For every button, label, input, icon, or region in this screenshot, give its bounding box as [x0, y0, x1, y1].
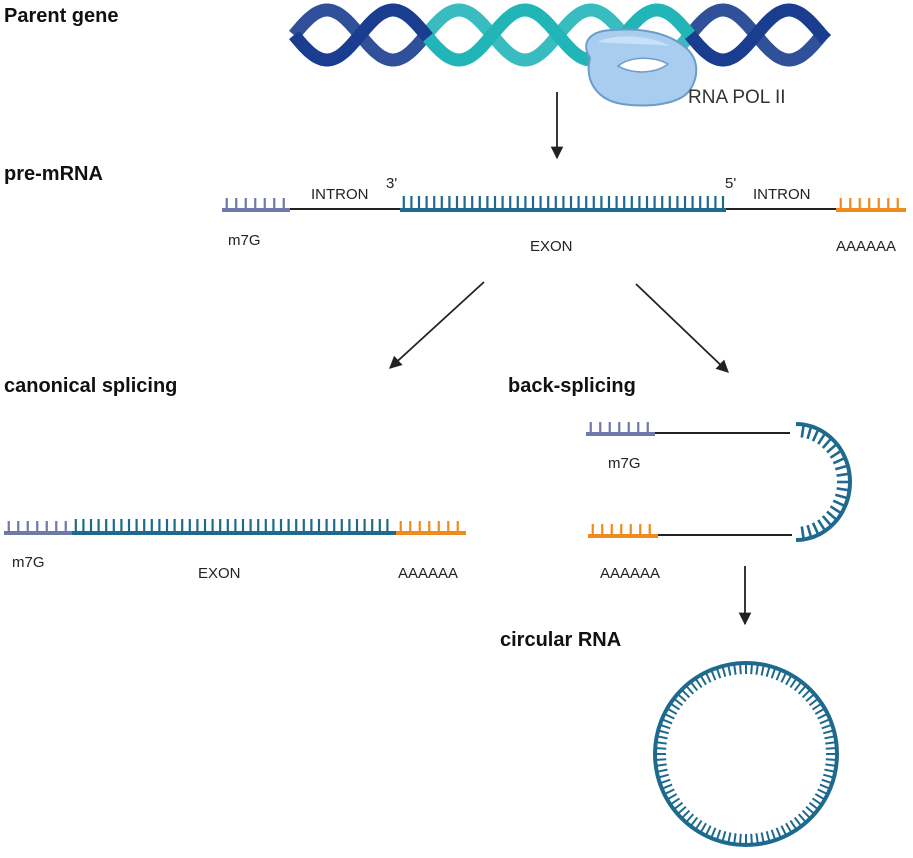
rna-pol-label: RNA POL II [688, 87, 786, 108]
polya-label-back: AAAAAA [600, 565, 660, 582]
back-splicing-intermediate [586, 422, 853, 542]
m7g-label-canonical: m7G [12, 554, 45, 571]
rna-polymerase-icon [585, 28, 698, 107]
heading-canonical-splicing: canonical splicing [4, 375, 177, 397]
arrow-to-canonical [389, 281, 485, 369]
arrow-to-back-splicing [635, 283, 729, 373]
polya-tail [588, 524, 658, 538]
exon-label-pre: EXON [530, 238, 573, 255]
dna-helix-icon [289, 3, 831, 67]
m7g-cap [4, 521, 72, 535]
intron-label-left: INTRON [311, 186, 369, 203]
polya-label-pre: AAAAAA [836, 238, 896, 255]
exon-label-canonical: EXON [198, 565, 241, 582]
m7g-cap [586, 422, 655, 436]
intron-label-right: INTRON [753, 186, 811, 203]
m7g-cap [222, 198, 290, 212]
polya-label-canonical: AAAAAA [398, 565, 458, 582]
three-prime-label: 3' [386, 175, 397, 192]
exon-arc [795, 422, 853, 542]
five-prime-label: 5' [725, 175, 736, 192]
exon-strand [72, 519, 396, 535]
polya-tail [396, 521, 466, 535]
polya-tail [836, 198, 906, 212]
exon-strand [400, 196, 726, 212]
heading-parent-gene: Parent gene [4, 5, 118, 27]
linear-mrna [4, 519, 466, 535]
m7g-label-back: m7G [608, 455, 641, 472]
heading-circular-rna: circular RNA [500, 629, 621, 651]
circular-rna-icon [653, 661, 839, 847]
pre-mrna-strand [222, 196, 906, 212]
heading-pre-mrna: pre-mRNA [4, 163, 103, 185]
heading-back-splicing: back-splicing [508, 375, 636, 397]
m7g-label-pre: m7G [228, 232, 261, 249]
